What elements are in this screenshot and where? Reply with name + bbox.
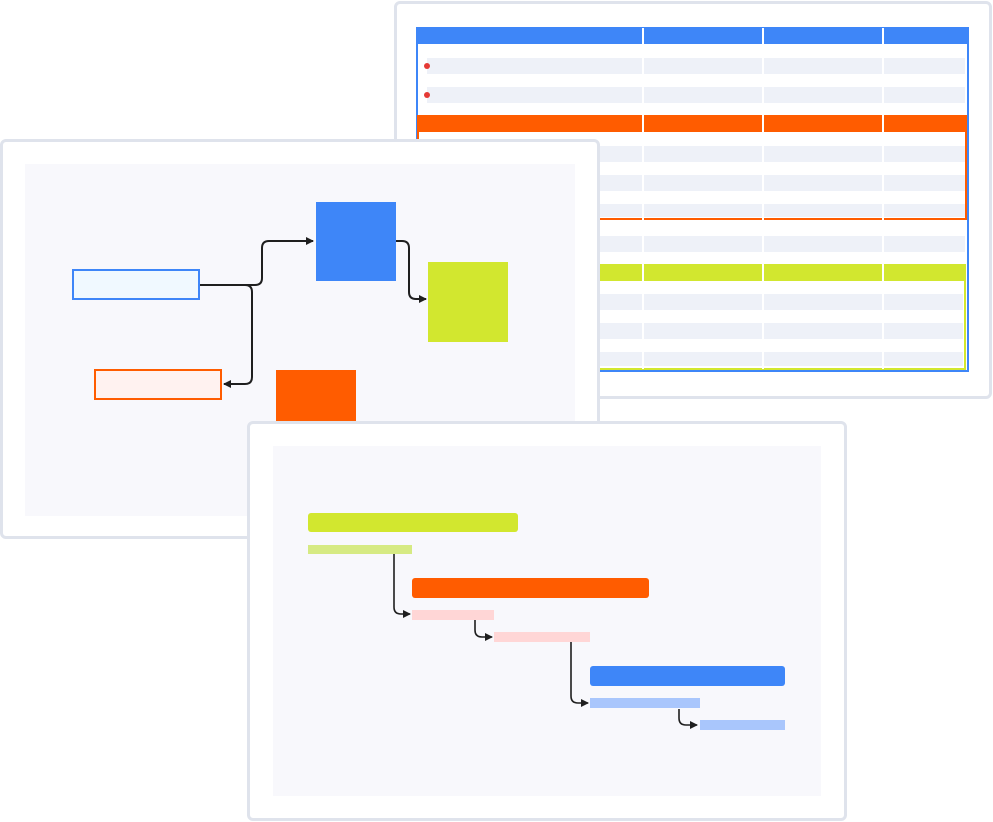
gantt-bar-lime-summary	[308, 513, 518, 532]
status-dot-icon	[424, 92, 430, 98]
start-node	[72, 269, 200, 300]
table-row	[427, 87, 965, 103]
gantt-bar-blue-task-2	[700, 720, 785, 730]
connector-start-to-orange	[223, 284, 253, 388]
gantt-bar-orange-summary	[412, 578, 649, 598]
gantt-bar-lime-task	[308, 545, 412, 554]
flow-diagram	[72, 202, 508, 440]
dependency-lime-to-pink1	[393, 553, 411, 618]
gantt-preview-card	[247, 421, 847, 821]
dependency-pink2-to-blue1	[570, 642, 589, 707]
connector-start-to-blue	[200, 237, 314, 286]
dependency-pink1-to-pink2	[474, 620, 493, 641]
gantt-bar-pink-task-1	[412, 610, 494, 620]
gantt-bar-blue-task-1	[590, 698, 700, 708]
table-column-dividers	[642, 28, 884, 369]
table-row	[427, 58, 965, 74]
table-group-header-orange	[418, 116, 966, 132]
gantt-bar-pink-task-2	[494, 632, 590, 642]
gantt-preview	[308, 513, 785, 730]
gantt-canvas	[273, 446, 821, 796]
table-header-row	[417, 28, 968, 44]
status-dot-icon	[424, 63, 430, 69]
orange-outline-node	[94, 369, 222, 400]
gantt-bar-blue-summary	[590, 666, 785, 686]
connector-blue-to-lime	[396, 240, 427, 303]
dependency-blue1-to-blue2	[678, 709, 698, 729]
blue-block-node	[316, 202, 396, 281]
lime-block-node	[428, 262, 508, 342]
